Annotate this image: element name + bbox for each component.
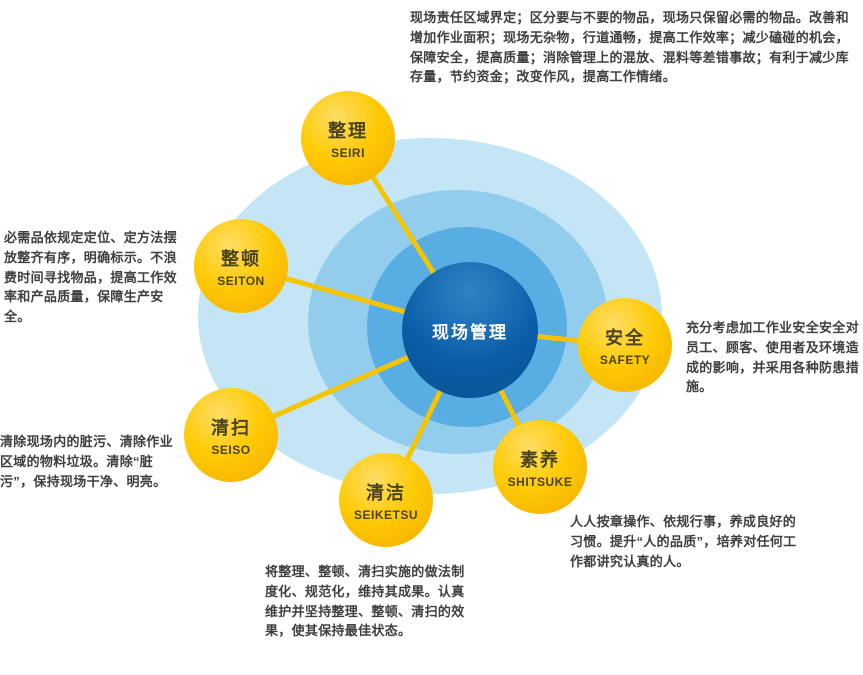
- node-seiso-label-zh: 清扫: [211, 417, 251, 438]
- description-shitsuke: 人人按章操作、依规行事，养成良好的习惯。提升“人的品质”，培养对任何工作都讲究认…: [570, 514, 797, 569]
- description-seiketsu: 将整理、整顿、清扫实施的做法制度化、规范化，维持其成果。认真维护并坚持整理、整顿…: [265, 564, 465, 639]
- node-seiri: 整理 SEIRI: [301, 91, 395, 185]
- description-seiso: 清除现场内的脏污、清除作业区域的物料垃圾。清除“脏污”，保持现场干净、明亮。: [0, 434, 173, 489]
- node-shitsuke-label-zh: 素养: [520, 449, 560, 470]
- node-seiri-label-en: SEIRI: [331, 145, 365, 160]
- node-seiton-label-zh: 整顿: [221, 248, 261, 269]
- center-hub-label: 现场管理: [432, 322, 508, 342]
- node-seiketsu-label-zh: 清洁: [366, 482, 406, 503]
- center-hub-circle: 现场管理: [402, 262, 538, 398]
- node-seiri-label-zh: 整理: [328, 120, 368, 141]
- node-seiso: 清扫 SEISO: [184, 388, 278, 482]
- node-safety: 安全 SAFETY: [578, 298, 672, 392]
- node-shitsuke-label-en: SHITSUKE: [507, 474, 573, 489]
- node-seiketsu: 清洁 SEIKETSU: [339, 453, 433, 547]
- node-seiso-label-en: SEISO: [211, 442, 251, 457]
- description-safety: 充分考虑加工作业安全安全对员工、顾客、使用者及环境造成的影响，并采用各种防患措施…: [686, 320, 859, 395]
- node-seiketsu-label-en: SEIKETSU: [353, 507, 418, 522]
- node-shitsuke: 素养 SHITSUKE: [493, 420, 587, 514]
- node-seiton-label-en: SEITON: [217, 273, 265, 288]
- description-seiton: 必需品依规定定位、定方法摆放整齐有序，明确标示。不浪费时间寻找物品，提高工作效率…: [4, 230, 177, 324]
- node-safety-label-en: SAFETY: [599, 352, 651, 367]
- node-safety-label-zh: 安全: [605, 327, 645, 348]
- description-seiri: 现场责任区域界定；区分要与不要的物品，现场只保留必需的物品。改善和增加作业面积；…: [410, 10, 849, 85]
- node-seiton: 整顿 SEITON: [194, 219, 288, 313]
